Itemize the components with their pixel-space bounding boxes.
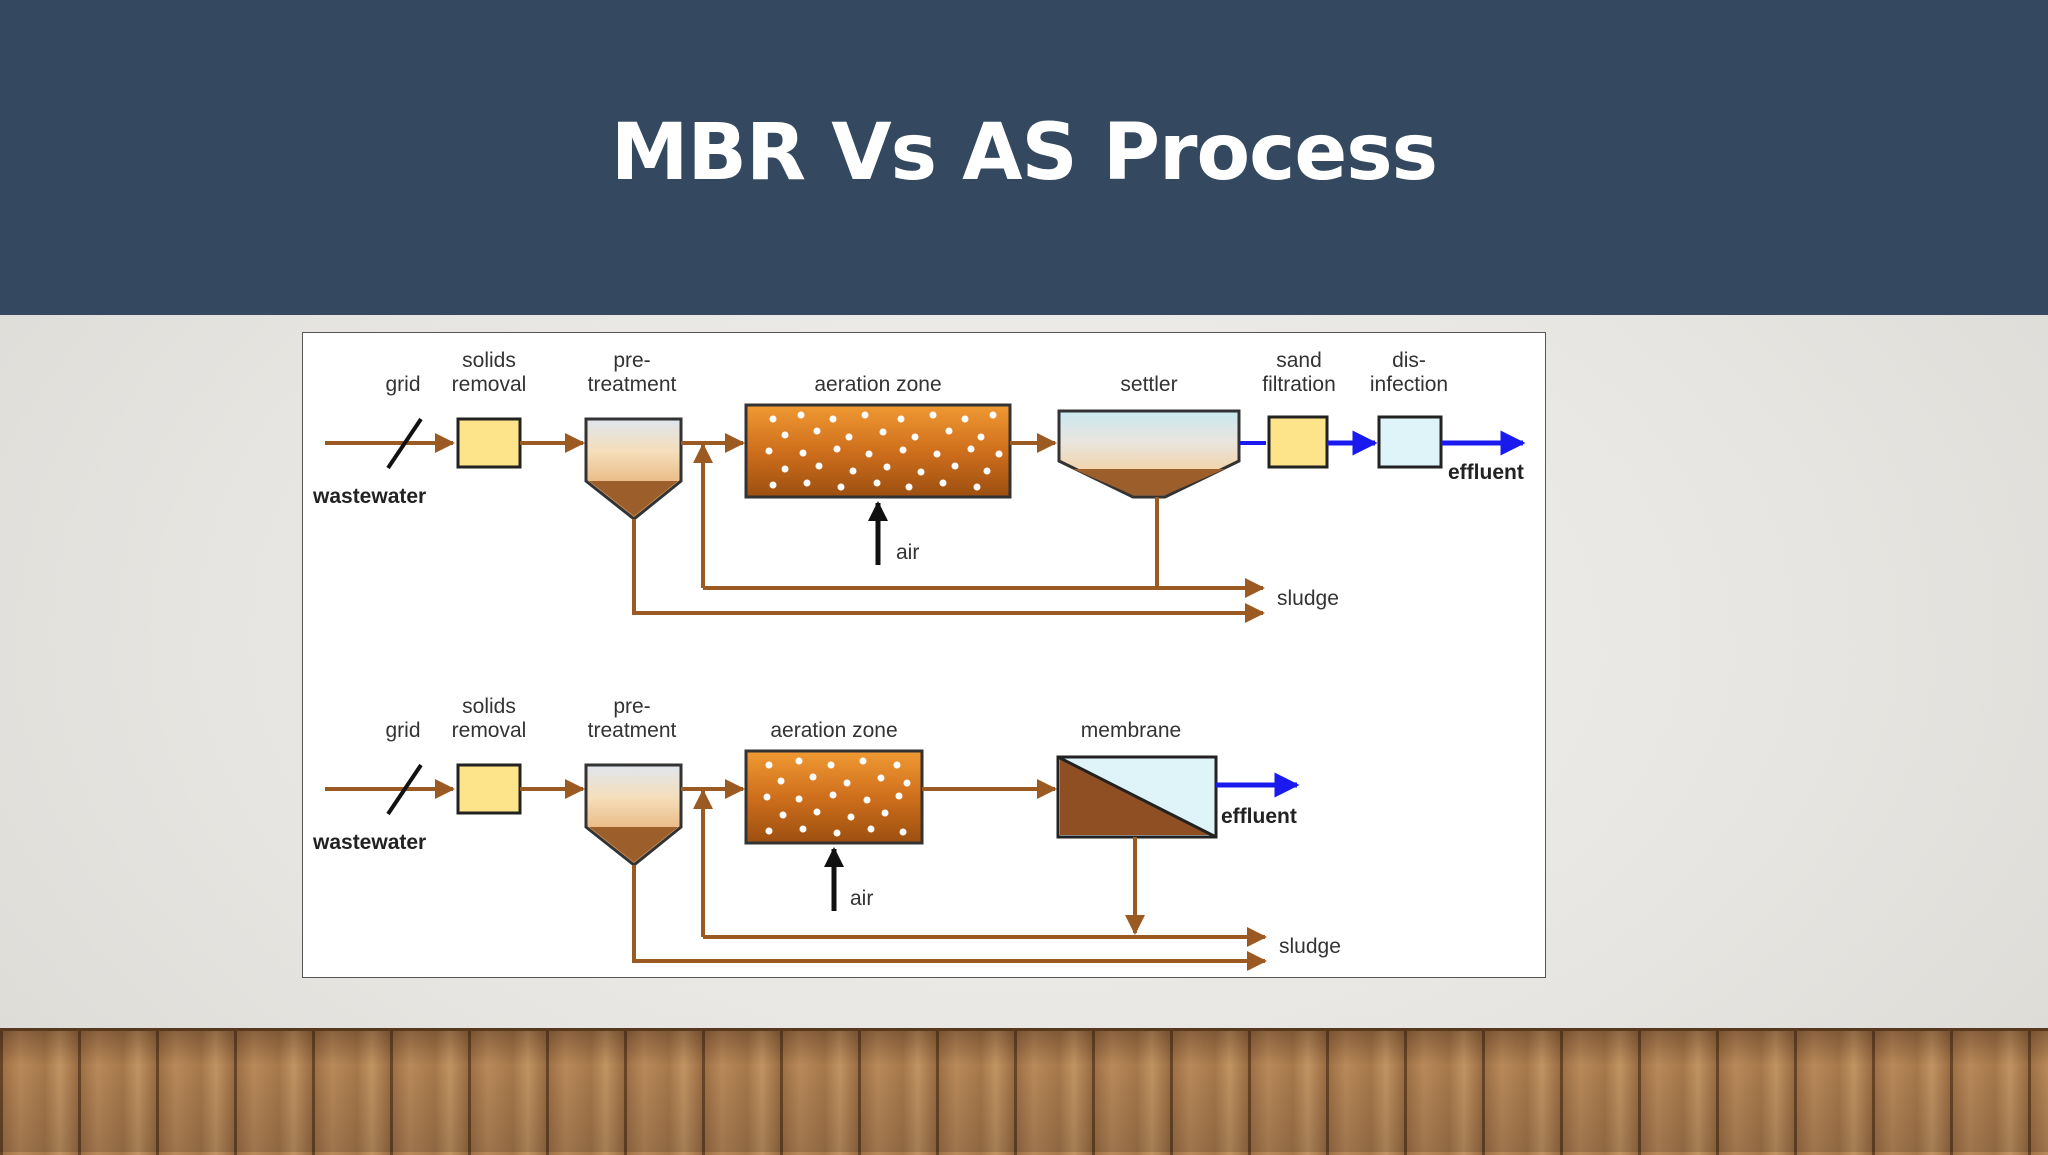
as-aeration-label: aeration zone xyxy=(814,373,941,396)
as-wastewater-label: wastewater xyxy=(312,485,426,508)
as-air-label: air xyxy=(896,541,919,564)
mbr-effluent-label: effluent xyxy=(1221,805,1297,828)
mbr-pretreatment-label-1: pre- xyxy=(613,695,650,718)
as-solids-label-1: solids xyxy=(462,349,516,372)
mbr-pretreatment-sludge xyxy=(589,827,678,862)
as-pretreatment-label-1: pre- xyxy=(613,349,650,372)
mbr-process-flow: grid solids removal pre- treatment aerat… xyxy=(312,695,1341,971)
as-grid-icon xyxy=(386,417,423,470)
as-disinfection-label-2: infection xyxy=(1370,373,1448,396)
as-disinfection-box xyxy=(1377,415,1443,469)
as-primary-sludge-arrow xyxy=(632,519,1265,623)
as-solids-label-2: removal xyxy=(452,373,527,396)
as-sand-label-1: sand xyxy=(1276,349,1322,372)
as-pretreatment-label-2: treatment xyxy=(588,373,677,396)
mbr-air-label: air xyxy=(850,887,873,910)
wood-floor xyxy=(0,1028,2048,1155)
mbr-wastewater-label: wastewater xyxy=(312,831,426,854)
as-settler-label: settler xyxy=(1120,373,1177,396)
title-banner: MBR Vs AS Process xyxy=(0,0,2048,315)
as-sand-label-2: filtration xyxy=(1262,373,1336,396)
mbr-solids-label-2: removal xyxy=(452,719,527,742)
as-aeration-bubbles xyxy=(765,411,1003,491)
process-diagram: grid solids removal pre- treatment aerat… xyxy=(302,332,1546,978)
as-solids-removal-box xyxy=(456,417,522,469)
mbr-grid-label: grid xyxy=(385,719,420,742)
as-process-flow: grid solids removal pre- treatment aerat… xyxy=(312,349,1526,623)
mbr-pretreatment-label-2: treatment xyxy=(588,719,677,742)
mbr-membrane-label: membrane xyxy=(1081,719,1181,742)
as-sludge-label: sludge xyxy=(1277,587,1339,610)
wood-floor-shade xyxy=(0,1028,2048,1152)
mbr-aeration-label: aeration zone xyxy=(770,719,897,742)
as-effluent-label: effluent xyxy=(1448,461,1524,484)
as-disinfection-label-1: dis- xyxy=(1392,349,1426,372)
process-diagram-svg: grid solids removal pre- treatment aerat… xyxy=(312,349,1526,971)
as-sand-filtration-box xyxy=(1267,415,1329,469)
mbr-aeration-bubbles xyxy=(763,757,911,837)
as-pretreatment-sludge xyxy=(589,481,678,516)
as-grid-label: grid xyxy=(385,373,420,396)
mbr-membrane-divider xyxy=(1057,755,1217,839)
mbr-sludge-label: sludge xyxy=(1279,935,1341,958)
mbr-grid-icon xyxy=(386,763,423,816)
mbr-primary-sludge-arrow xyxy=(632,865,1267,971)
mbr-solids-label-1: solids xyxy=(462,695,516,718)
mbr-solids-removal-box xyxy=(456,763,522,815)
slide-title: MBR Vs AS Process xyxy=(610,108,1438,198)
as-settler-sludge-line xyxy=(703,497,1159,590)
as-settler-sludge xyxy=(1073,469,1225,495)
